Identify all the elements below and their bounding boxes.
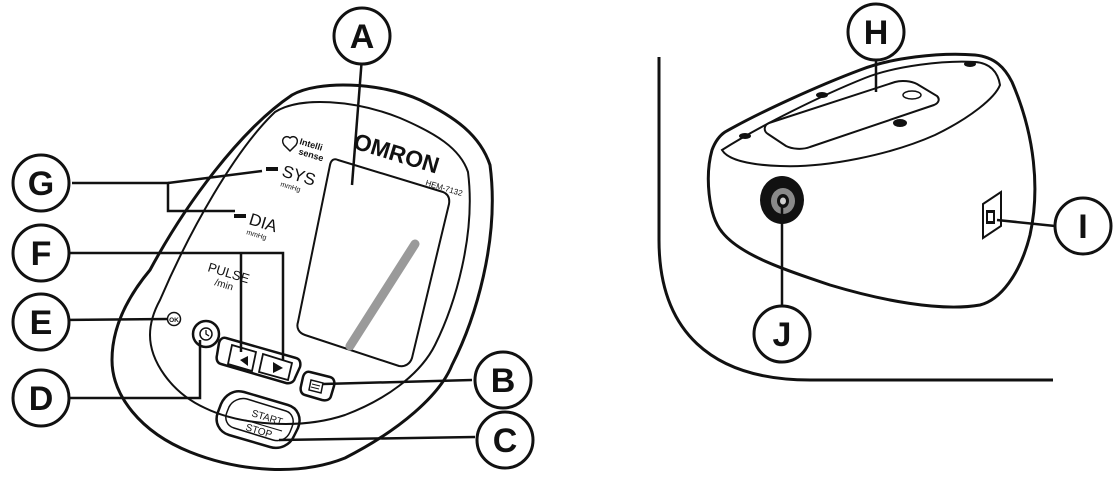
- right-arrow-icon: [273, 362, 283, 373]
- callout-a: A: [332, 6, 392, 66]
- foot-1: [739, 133, 751, 139]
- cover-latch: [902, 90, 922, 100]
- ok-indicator-label: OK: [169, 317, 179, 324]
- display-bar: [345, 239, 420, 351]
- heart-icon: [281, 135, 299, 153]
- monitor-outer-body: [110, 83, 494, 471]
- leader-c: [278, 435, 476, 442]
- left-arrow-button[interactable]: [226, 343, 258, 373]
- callout-f: F: [11, 223, 71, 283]
- callout-e-label: E: [30, 304, 53, 342]
- memory-button[interactable]: [191, 319, 221, 349]
- sys-marker: [266, 167, 278, 171]
- callout-d-label: D: [29, 380, 54, 418]
- callout-d: D: [11, 368, 71, 428]
- monitor-side-body: [706, 52, 1037, 309]
- callout-a-label: A: [350, 18, 375, 56]
- ok-indicator: OK: [166, 311, 182, 327]
- leader-b: [322, 378, 473, 386]
- callout-j: J: [752, 304, 812, 364]
- callout-h: H: [846, 2, 906, 62]
- settings-button[interactable]: [299, 370, 336, 402]
- display-window: [296, 158, 451, 368]
- leader-lines-side: [780, 56, 1056, 315]
- callout-i: I: [1053, 196, 1113, 256]
- intellisense-badge: Intelli sense: [281, 135, 325, 163]
- callout-e: E: [11, 292, 71, 352]
- leader-g-dia: [72, 181, 235, 213]
- monitor-face: [148, 100, 471, 425]
- callout-i-label: I: [1078, 208, 1087, 246]
- foot-3: [964, 61, 976, 67]
- pulse-unit: /min: [213, 277, 234, 293]
- callout-c: C: [475, 410, 535, 470]
- leader-e: [59, 317, 169, 322]
- dia-marker: [234, 214, 246, 218]
- model-number: HEM-7132: [424, 178, 464, 198]
- monitor-front-view: OMRON HEM-7132 Intelli sense SYS mmHg DI…: [110, 83, 494, 471]
- callout-b-label: B: [491, 362, 516, 400]
- leader-lines-front: [59, 56, 476, 442]
- callout-g-label: G: [28, 165, 54, 203]
- ac-adapter-jack[interactable]: [982, 190, 1002, 240]
- table-outline: [657, 57, 1053, 382]
- leader-f-right: [60, 251, 285, 360]
- leader-g-sys: [167, 169, 263, 185]
- clock-icon: [199, 327, 213, 341]
- note-icon: [308, 379, 324, 394]
- callout-c-label: C: [493, 422, 518, 460]
- leader-i: [996, 218, 1056, 228]
- air-jack[interactable]: [760, 176, 804, 224]
- leader-d: [65, 340, 202, 400]
- foot-2: [816, 92, 828, 98]
- brand-logo: OMRON: [351, 128, 443, 179]
- callout-g: G: [11, 153, 71, 213]
- battery-cover: [763, 79, 940, 150]
- foot-4: [893, 119, 907, 127]
- leader-a: [350, 56, 364, 186]
- left-arrow-icon: [240, 356, 248, 366]
- callout-h-label: H: [864, 14, 889, 52]
- arrow-buttons: [215, 336, 302, 385]
- stop-label: STOP: [244, 422, 273, 441]
- callout-j-label: J: [773, 316, 792, 354]
- monitor-top-face: [720, 60, 1002, 168]
- callout-b: B: [473, 350, 533, 410]
- monitor-side-view: [657, 52, 1053, 382]
- callout-f-label: F: [31, 235, 52, 273]
